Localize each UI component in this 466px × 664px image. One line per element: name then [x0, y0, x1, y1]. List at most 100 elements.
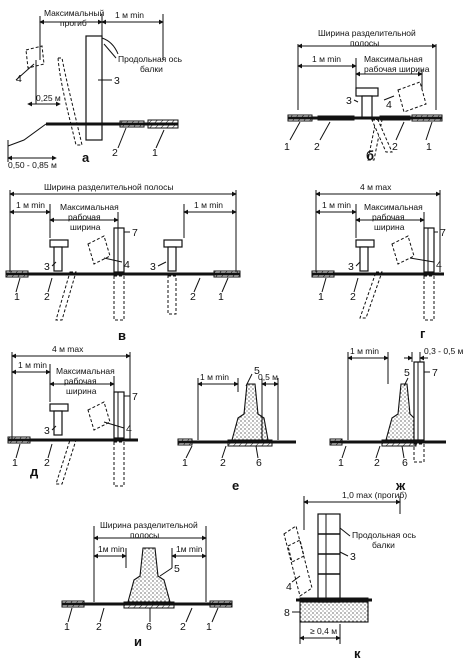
- v-n1-left: 1: [14, 291, 20, 303]
- zh-n1: 1: [338, 457, 344, 469]
- g-panel-label: г: [420, 326, 426, 341]
- panel-zh: 1 м min 0,3 - 0,5 м 5 7 1 2 6 ж: [329, 346, 464, 493]
- d-n4: 4: [126, 423, 132, 435]
- a-label-025: 0,25 м: [36, 93, 61, 103]
- v-column: [113, 227, 125, 273]
- zh-n2: 2: [374, 457, 380, 469]
- v-label-width-sep: Ширина разделительной полосы: [44, 182, 173, 192]
- v-n7: 7: [132, 227, 138, 239]
- b-n4: 4: [386, 99, 392, 111]
- a-post: [85, 35, 103, 141]
- a-n3: 3: [114, 75, 120, 87]
- e-n1: 1: [182, 457, 188, 469]
- i-n2-right: 2: [180, 621, 186, 633]
- k-panel-label: к: [354, 646, 361, 661]
- e-panel-label: е: [232, 478, 239, 493]
- a-n2: 2: [112, 147, 118, 159]
- d-n2: 2: [44, 457, 50, 469]
- v-n2-right: 2: [190, 291, 196, 303]
- i-label-1m-min-left: 1м min: [98, 544, 125, 554]
- v-label-1m-min-right: 1 м min: [194, 200, 223, 210]
- i-panel-label: и: [134, 634, 142, 649]
- zh-concrete-barrier: [385, 383, 419, 441]
- d-panel-label: д: [30, 464, 39, 479]
- d-label-1m-min: 1 м min: [18, 360, 47, 370]
- k-post: [317, 513, 341, 603]
- e-label-05: 0,5 м: [258, 372, 278, 382]
- e-label-1m-min: 1 м min: [200, 372, 229, 382]
- v-n3-left: 3: [44, 261, 50, 273]
- k-label-10-max: 1,0 max (прогиб): [342, 490, 407, 500]
- k-foundation: [299, 599, 369, 623]
- e-n5: 5: [254, 365, 260, 377]
- zh-column: [413, 361, 425, 441]
- v-n4: 4: [124, 259, 130, 271]
- e-concrete-barrier: [231, 383, 269, 441]
- a-n4: 4: [16, 73, 22, 85]
- g-n2: 2: [350, 291, 356, 303]
- a-label-1m-min: 1 м min: [115, 10, 144, 20]
- b-n3: 3: [346, 95, 352, 107]
- b-panel-label: б: [366, 148, 374, 163]
- k-label-04: ≥ 0,4 м: [310, 626, 337, 636]
- zh-label-03-05: 0,3 - 0,5 м: [424, 346, 464, 356]
- v-n1-right: 1: [218, 291, 224, 303]
- b-n1-left: 1: [284, 141, 290, 153]
- i-n2-left: 2: [96, 621, 102, 633]
- g-n1: 1: [318, 291, 324, 303]
- a-n1: 1: [152, 147, 158, 159]
- b-n1-right: 1: [426, 141, 432, 153]
- d-n7: 7: [132, 391, 138, 403]
- i-concrete-barrier: [127, 547, 171, 603]
- g-label-4m-max: 4 м max: [360, 182, 392, 192]
- g-n7: 7: [440, 227, 446, 239]
- i-n6: 6: [146, 621, 152, 633]
- zh-label-1m-min: 1 м min: [350, 346, 379, 356]
- i-n1-left: 1: [64, 621, 70, 633]
- e-n6: 6: [256, 457, 262, 469]
- b-n2-right: 2: [392, 141, 398, 153]
- v-panel-label: в: [118, 328, 126, 343]
- k-n4: 4: [286, 581, 292, 593]
- d-n3: 3: [44, 425, 50, 437]
- d-label-4m-max: 4 м max: [52, 344, 84, 354]
- i-n1-right: 1: [206, 621, 212, 633]
- d-n1: 1: [12, 457, 18, 469]
- b-label-1m-min: 1 м min: [312, 54, 341, 64]
- g-label-1m-min: 1 м min: [322, 200, 351, 210]
- panel-e: 1 м min 0,5 м 5 1 2 6 е: [177, 365, 296, 493]
- g-n4: 4: [436, 259, 442, 271]
- k-n3: 3: [350, 551, 356, 563]
- panel-v: Ширина разделительной полосы 1 м min Мак…: [5, 182, 241, 343]
- g-n3: 3: [348, 261, 354, 273]
- k-n8: 8: [284, 607, 290, 619]
- v-n3-right: 3: [150, 261, 156, 273]
- zh-n7: 7: [432, 367, 438, 379]
- i-n5: 5: [174, 563, 180, 575]
- b-n2-left: 2: [314, 141, 320, 153]
- zh-n6: 6: [402, 457, 408, 469]
- v-label-1m-min-left: 1 м min: [16, 200, 45, 210]
- a-panel-label: а: [82, 150, 90, 165]
- zh-n5: 5: [404, 367, 410, 379]
- zh-panel-label: ж: [395, 478, 406, 493]
- e-n2: 2: [220, 457, 226, 469]
- i-label-1m-min-right: 1м min: [176, 544, 203, 554]
- a-label-050-085: 0,50 - 0,85 м: [8, 160, 57, 170]
